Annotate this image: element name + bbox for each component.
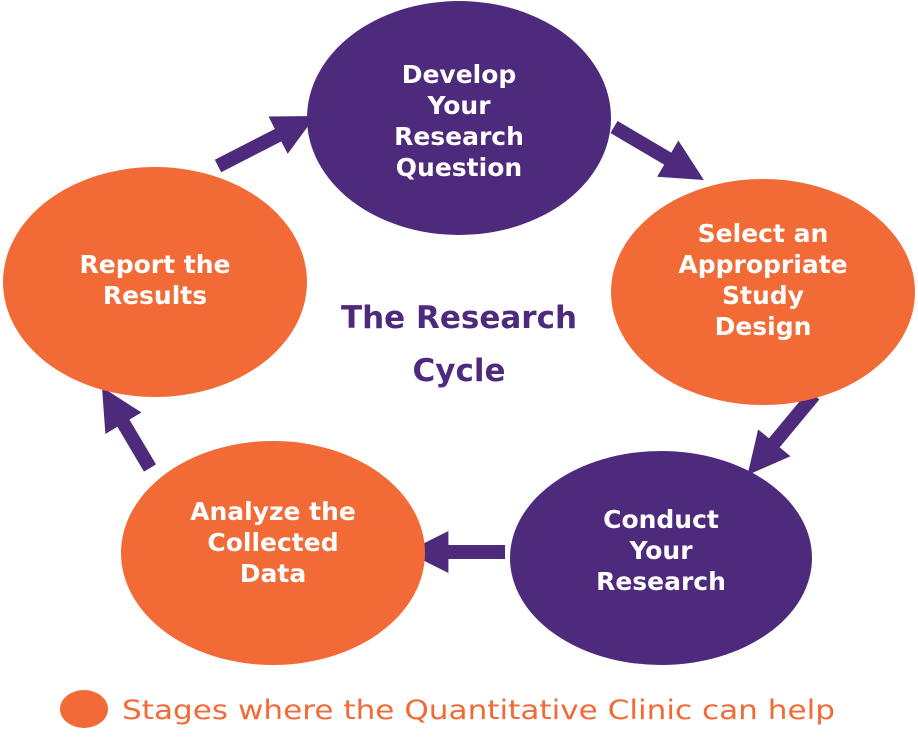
stage-label-line: Your [628,536,693,565]
title-line: Cycle [413,353,506,389]
stage-label-line: Select an [698,219,829,248]
arrow-analyze-to-report [101,387,157,472]
stage-label-line: Data [240,559,306,588]
legend: Stages where the Quantitative Clinic can… [60,690,835,728]
stage-label-line: Research [596,567,726,596]
stage-conduct-ellipse [510,451,812,665]
stage-label-line: Your [426,91,491,120]
stage-label-line: Develop [402,60,517,89]
stage-label-line: Study [722,281,804,310]
stage-report-ellipse [3,167,307,397]
arrow-report-to-develop [214,116,316,173]
stage-label-line: Results [103,281,207,310]
stage-label-line: Collected [207,528,338,557]
stage-label-line: Question [396,153,522,182]
stage-label-line: Research [394,122,524,151]
stage-label-line: Analyze the [190,497,356,526]
legend-text: Stages where the Quantitative Clinic can… [122,695,835,726]
stage-design-ellipse [611,179,915,405]
arrow-develop-to-design [610,120,704,180]
stage-label-line: Appropriate [678,250,847,279]
stage-label-line: Design [715,312,812,341]
stage-label-line: Conduct [603,505,719,534]
title-line: The Research [341,300,577,336]
legend-swatch [60,690,108,728]
stage-develop-ellipse [307,1,611,235]
stage-analyze-ellipse [121,441,425,665]
arrow-design-to-conduct [747,390,820,476]
arrows [101,116,820,573]
stage-label-line: Report the [80,250,231,279]
